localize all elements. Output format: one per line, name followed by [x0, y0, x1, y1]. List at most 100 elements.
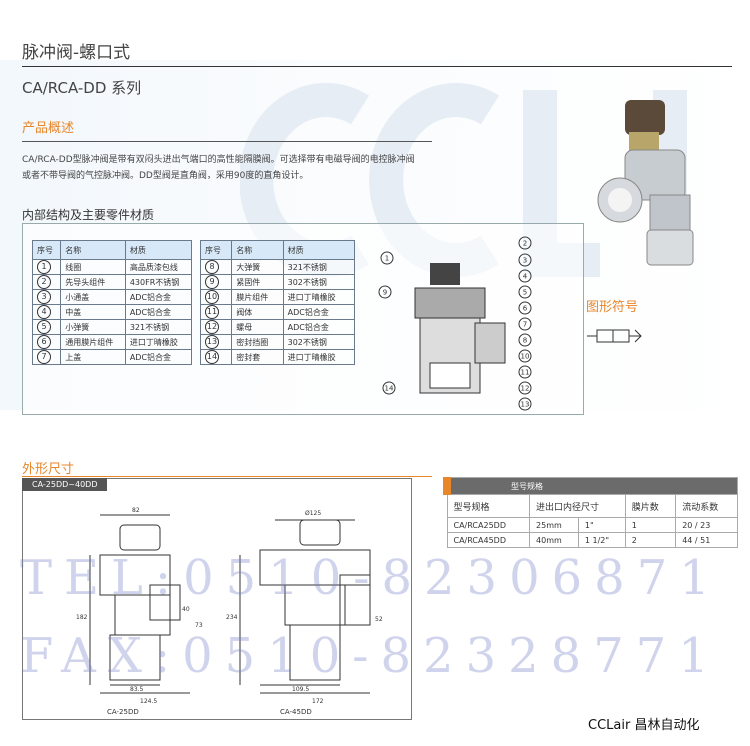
dim-label: 124.5 [140, 698, 157, 705]
spec-cell: 40mm [529, 532, 579, 548]
part-name: 膜片组件 [231, 289, 284, 305]
footer-brand: CCLair 昌林自动化 [588, 718, 700, 733]
callout-number: 7 [523, 321, 527, 329]
part-number: 5 [37, 320, 51, 334]
callout-number: 12 [521, 385, 530, 393]
callout-marker [518, 285, 532, 299]
callout-number: 10 [521, 353, 530, 361]
col-header: 进出口内径尺寸 [529, 494, 626, 518]
callout-marker [378, 285, 392, 299]
part-number-cell: 4 [31, 304, 62, 320]
col-header: 流动系数 [675, 494, 738, 518]
callout-marker [518, 397, 532, 411]
part-material: ADC铝合金 [124, 289, 193, 305]
part-number: 3 [37, 290, 51, 304]
part-name: 小通盖 [60, 289, 126, 305]
dim-label: 40 [182, 606, 190, 613]
dim-label: 172 [312, 698, 324, 705]
callout-marker [518, 365, 532, 379]
part-material: 高品质漆包线 [124, 259, 193, 275]
part-material: ADC铝合金 [124, 349, 193, 365]
dim-label: Ø125 [305, 510, 321, 517]
callout-marker [518, 333, 532, 347]
dimension-drawings: 82 182 83.5 124.5 40 73 Ø125 234 109.5 1… [76, 507, 383, 705]
product-photo [597, 100, 694, 266]
part-material: 430FR不锈钢 [124, 274, 193, 290]
callout-marker [518, 301, 532, 315]
divider [22, 141, 432, 142]
col-header: 膜片数 [624, 494, 677, 518]
callout-marker [518, 381, 532, 395]
part-number-cell: 14 [199, 349, 233, 365]
col-header: 型号规格 [446, 494, 531, 518]
description-line: 或者不带导阀的气控脉冲阀。DD型阀是直角阀，采用90度的直角设计。 [22, 171, 309, 181]
part-name: 中盖 [60, 304, 126, 320]
col-header: 材质 [124, 240, 193, 260]
part-material: 321不锈钢 [124, 319, 193, 335]
part-material: 进口丁晴橡胶 [124, 334, 193, 350]
part-number: 14 [205, 350, 219, 364]
callout-number: 3 [523, 257, 527, 265]
spec-title: 型号规格 [443, 477, 738, 495]
col-header: 名称 [231, 240, 284, 260]
callout-marker [382, 381, 396, 395]
part-number: 1 [37, 260, 51, 274]
part-material: ADC铝合金 [282, 319, 356, 335]
part-name: 上盖 [60, 349, 126, 365]
callout-marker [380, 251, 394, 265]
drawing-label: CA-25DD [107, 708, 139, 716]
dimensions-heading: 外形尺寸 [22, 462, 75, 477]
part-material: 302不锈钢 [282, 334, 356, 350]
part-number: 8 [205, 260, 219, 274]
col-header: 材质 [282, 240, 356, 260]
dimensions-tab[interactable]: CA-25DD~40DD [22, 478, 108, 491]
part-material: ADC铝合金 [282, 304, 356, 320]
dim-label: 83.5 [130, 686, 144, 693]
part-number-cell: 10 [199, 289, 233, 305]
part-material: 进口丁晴橡胶 [282, 349, 356, 365]
symbol-label: 图形符号 [586, 300, 639, 315]
part-number: 11 [205, 305, 219, 319]
callout-number: 4 [523, 273, 528, 281]
callout-number: 2 [523, 240, 527, 248]
dim-label: 234 [226, 614, 238, 621]
dim-label: 73 [195, 622, 203, 629]
part-number-cell: 12 [199, 319, 233, 335]
part-name: 大弹簧 [231, 259, 284, 275]
dim-label: 82 [132, 507, 140, 514]
spec-cell: 44 / 51 [675, 532, 738, 548]
spec-cell: 1 1/2" [577, 532, 626, 548]
part-name: 线圈 [60, 259, 126, 275]
part-material: 302不锈钢 [282, 274, 356, 290]
callout-number: 13 [521, 401, 530, 409]
part-name: 阀体 [231, 304, 284, 320]
part-number-cell: 2 [31, 274, 62, 290]
callout-marker [518, 236, 532, 250]
col-header: 序号 [31, 240, 62, 260]
table-row: 1 线圈高品质漆包线 [31, 259, 193, 275]
dim-label: 109.5 [292, 686, 309, 693]
callout-marker [518, 269, 532, 283]
callout-number: 9 [383, 289, 387, 297]
callout-marker [518, 317, 532, 331]
part-number: 13 [205, 335, 219, 349]
part-name: 紧固件 [231, 274, 284, 290]
part-number-cell: 8 [199, 259, 233, 275]
part-number-cell: 1 [31, 259, 62, 275]
drawing-label: CA-45DD [280, 708, 312, 716]
callout-number: 14 [385, 385, 394, 393]
col-header: 序号 [199, 240, 233, 260]
description-line: CA/RCA-DD型脉冲阀是带有双闷头进出气端口的高性能隔膜阀。可选择带有电磁导… [22, 155, 415, 165]
